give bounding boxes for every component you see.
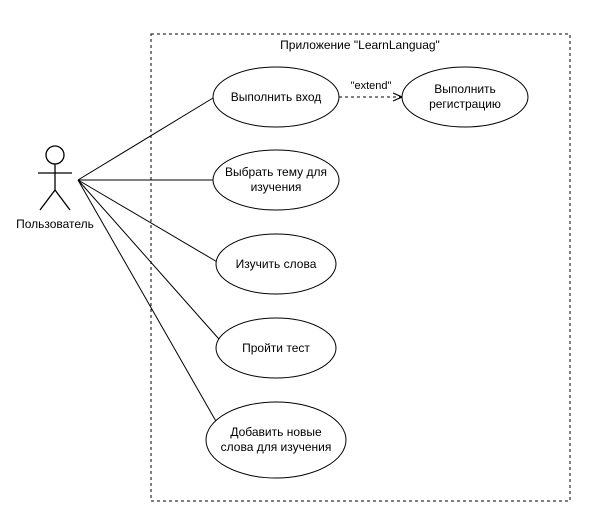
use-case-test [215, 317, 337, 379]
actor-right-leg [54, 189, 71, 211]
association-test [77, 179, 227, 348]
system-boundary [150, 33, 571, 502]
use-case-test-label: Пройти тест [242, 341, 310, 355]
use-case-register [401, 66, 529, 128]
use-case-register-label: Выполнить регистрацию [429, 82, 501, 111]
association-add [77, 179, 222, 431]
actor-figure [38, 145, 72, 211]
use-case-add-label: Добавить новые слова для изучения [220, 425, 332, 454]
use-case-login [212, 66, 340, 128]
actor-left-leg [39, 189, 56, 211]
use-case-add [205, 401, 347, 479]
use-case-login-label: Выполнить вход [230, 90, 322, 104]
association-study [77, 179, 220, 264]
extend-label: "extend" [350, 80, 392, 92]
use-case-topic [212, 149, 340, 211]
actor-name: Пользователь [16, 217, 94, 231]
actor-head [45, 145, 65, 165]
association-login [77, 97, 214, 181]
use-case-study [215, 233, 337, 295]
system-title: Приложение "LearnLanguag" [280, 38, 440, 52]
use-case-topic-label: Выбрать тему для изучения [225, 165, 327, 194]
use-case-study-label: Изучить слова [235, 257, 317, 271]
